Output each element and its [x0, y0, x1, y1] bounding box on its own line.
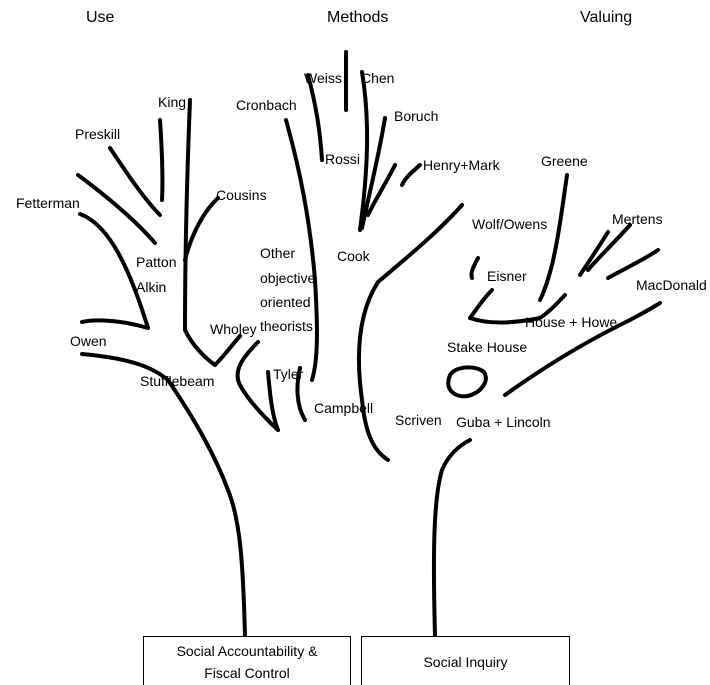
label-king: King [158, 94, 187, 110]
label-tyler: Tyler [273, 366, 304, 382]
cousins-branch [183, 196, 220, 262]
root-social-accountability: Social Accountability & Fiscal Control [143, 636, 351, 685]
label-house-howe: House + Howe [525, 314, 618, 330]
label-stake-house: Stake House [447, 339, 528, 355]
header-use: Use [86, 9, 115, 26]
label-greene: Greene [541, 153, 588, 169]
label-macdonald: MacDonald [636, 277, 707, 293]
label-oriented: oriented [260, 294, 311, 310]
label-theorists: theorists [260, 318, 313, 334]
root-right-label: Social Inquiry [423, 654, 508, 670]
label-henry-mark: Henry+Mark [423, 157, 500, 173]
label-wholey: Wholey [210, 321, 257, 337]
label-boruch: Boruch [394, 108, 439, 124]
label-chen: Chen [361, 70, 395, 86]
other-objective-branch [284, 118, 319, 382]
label-fetterman: Fetterman [16, 195, 80, 211]
fetterman-branch [78, 212, 150, 330]
guba-lincoln-branch [503, 301, 662, 397]
label-guba-lincoln: Guba + Lincoln [456, 414, 551, 430]
wolf-owens-branch [469, 256, 480, 280]
label-eisner: Eisner [487, 268, 527, 284]
label-cronbach: Cronbach [236, 97, 297, 113]
king-stem [158, 118, 165, 202]
owen-branch [80, 318, 150, 330]
label-rossi: Rossi [325, 151, 361, 167]
root-social-inquiry: Social Inquiry [361, 636, 570, 685]
label-stufflebeam: Stufflebeam [140, 373, 215, 389]
header-methods: Methods [327, 9, 389, 26]
right-trunk [431, 438, 472, 638]
weiss-branch [306, 73, 324, 162]
preskill-branch [76, 173, 157, 245]
label-alkin: Alkin [136, 279, 167, 295]
label-objective: objective [260, 270, 316, 286]
label-wolf-owens: Wolf/Owens [472, 216, 548, 232]
henry-mark-branch [366, 163, 397, 217]
king-branch [183, 98, 242, 367]
label-preskill: Preskill [75, 126, 121, 142]
label-owen: Owen [70, 333, 107, 349]
eisner-branch [468, 288, 494, 320]
patton-branch [108, 146, 162, 217]
header-valuing: Valuing [580, 9, 633, 26]
label-campbell: Campbell [314, 400, 374, 416]
henry-mark-branch-2 [400, 163, 422, 187]
greene-branch [538, 173, 569, 302]
label-weiss: Weiss [304, 70, 342, 86]
stake-house-loop [446, 365, 488, 399]
house-howe-branch [468, 293, 567, 325]
label-other: Other [260, 245, 296, 261]
label-scriven: Scriven [395, 412, 442, 428]
mertens-branch [578, 230, 610, 277]
methods-trunk [358, 70, 370, 232]
macdonald-branch [606, 248, 660, 280]
campbell-branch [295, 366, 307, 422]
wholey-branch [235, 340, 280, 432]
label-patton: Patton [136, 254, 177, 270]
label-cook: Cook [337, 248, 370, 264]
cook-scriven-trunk [357, 203, 464, 462]
mertens-branch-2 [586, 223, 632, 272]
root-left-line-2: Fiscal Control [204, 665, 290, 681]
left-trunk [80, 352, 247, 638]
boruch-branch [360, 116, 387, 230]
label-mertens: Mertens [612, 211, 663, 227]
label-cousins: Cousins [216, 187, 267, 203]
tyler-stem [266, 370, 280, 432]
root-left-line-1: Social Accountability & [176, 643, 318, 659]
